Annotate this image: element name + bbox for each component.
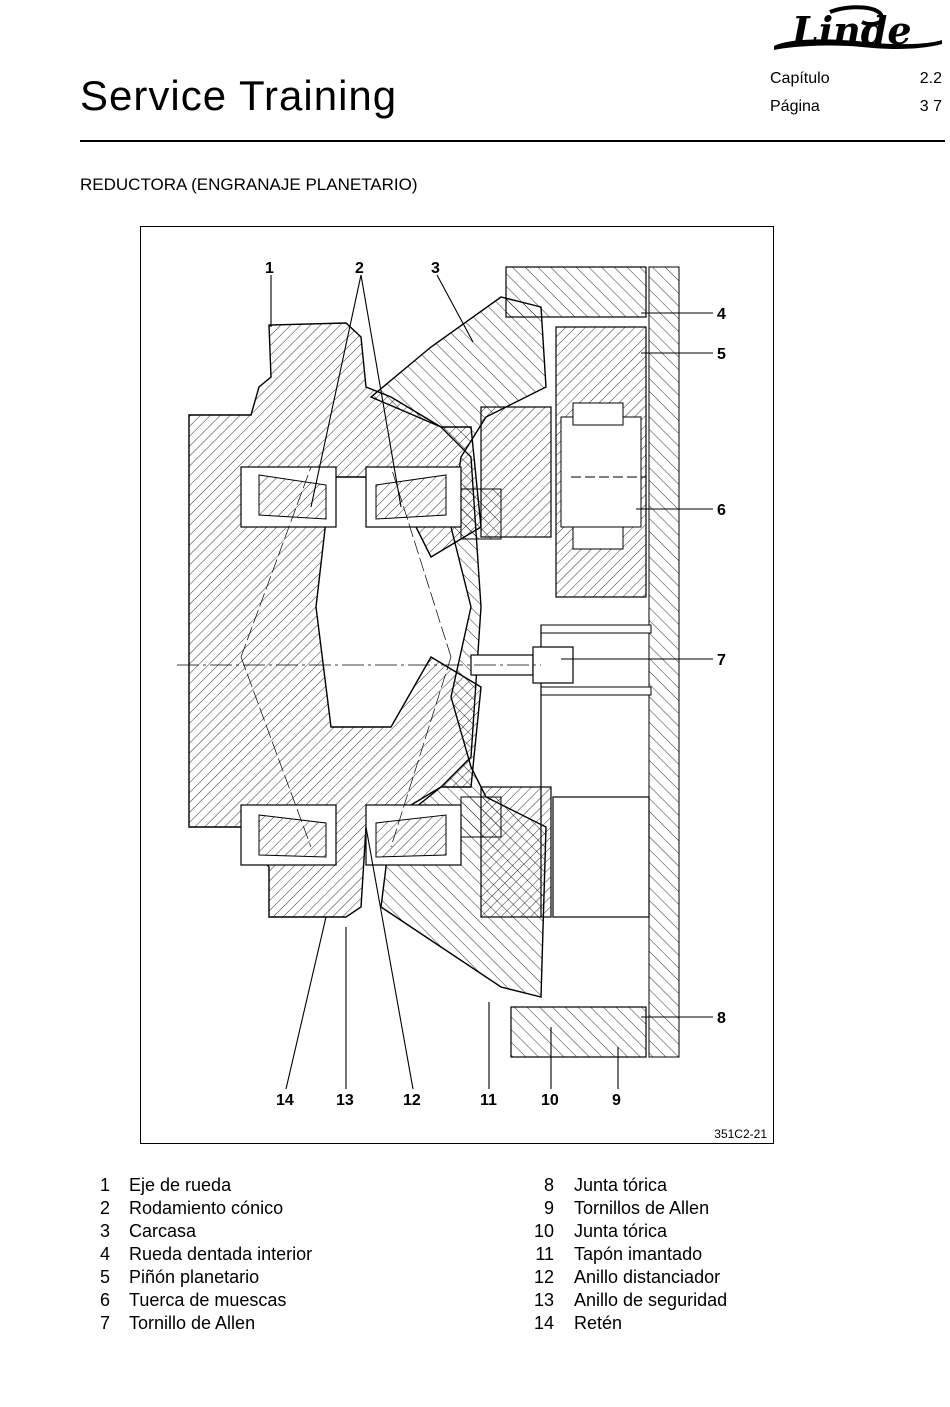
callout-6: 6 [717,502,726,519]
legend-item: 12 Anillo distanciador [520,1266,727,1289]
svg-text:Linde: Linde [791,8,912,53]
legend-label: Eje de rueda [129,1175,232,1195]
callout-1: 1 [265,260,274,277]
planet-gear [552,326,650,918]
callout-leaders [270,274,713,1090]
callout-3: 3 [431,260,440,277]
legend-number: 4 [99,1244,110,1264]
legend-left: 1 Eje de rueda 2 Rodamiento cónico 3 Carcas… [80,1174,312,1335]
legend-item: 14 Retén [520,1312,727,1335]
legend-item: 5 Piñón planetario [80,1266,312,1289]
legend-number: 1 [99,1175,110,1195]
legend-label: Retén [574,1313,623,1333]
legend-label: Tapón imantado [574,1244,703,1264]
legend-number: 5 [99,1267,110,1287]
legend-label: Anillo distanciador [574,1267,721,1287]
legend-label: Carcasa [129,1221,197,1241]
legend-number: 9 [543,1198,554,1218]
legend-number: 14 [533,1313,554,1333]
legend-item: 10 Junta tórica [520,1220,727,1243]
callout-13: 13 [336,1092,354,1109]
tapered-bearing-upper [240,466,462,528]
callout-12: 12 [403,1092,421,1109]
legend-item: 13 Anillo de seguridad [520,1289,727,1312]
legend-number: 12 [533,1267,554,1287]
legend-label: Junta tórica [574,1221,668,1241]
outer-frame [648,266,680,1058]
callout-4: 4 [717,306,726,323]
legend-label: Tornillo de Allen [129,1313,256,1333]
linde-logo: Linde [770,4,945,58]
legend-label: Tornillos de Allen [574,1198,710,1218]
callout-2: 2 [355,260,364,277]
section-title: REDUCTORA (ENGRANAJE PLANETARIO) [80,175,418,194]
legend-label: Rueda dentada interior [129,1244,313,1264]
legend-number: 13 [533,1290,554,1310]
callout-7: 7 [717,652,726,669]
callout-11: 11 [480,1092,497,1109]
legend-number: 8 [543,1175,554,1195]
chapter-label: Capítulo [770,70,830,87]
technical-drawing: 1 2 3 4 5 6 7 8 14 13 12 11 10 9 [177,260,726,1109]
callout-9: 9 [612,1092,621,1109]
callout-10: 10 [541,1092,559,1109]
legend-number: 6 [99,1290,110,1310]
legend-label: Anillo de seguridad [574,1290,728,1310]
legend-number: 7 [99,1313,110,1333]
page-value: 3 7 [919,98,942,115]
callout-8: 8 [717,1010,726,1027]
legend-item: 11 Tapón imantado [520,1243,727,1266]
legend-item: 9 Tornillos de Allen [520,1197,727,1220]
chapter-value: 2.2 [919,70,942,87]
figure-code: 351C2-21 [714,1127,767,1141]
legend-label: Junta tórica [574,1175,668,1195]
gearbox-cross-section-figure: 1 2 3 4 5 6 7 8 14 13 12 11 10 9 351C2-2… [140,226,774,1144]
ring-gear [505,266,652,1058]
tapered-bearing-lower [240,804,462,866]
legend-item: 7 Tornillo de Allen [80,1312,312,1335]
page-label: Página [770,98,820,115]
header-divider [80,140,945,142]
page-title: Service Training [80,72,398,119]
allen-screw [470,646,574,684]
planet-carrier [460,406,552,918]
legend-item: 3 Carcasa [80,1220,312,1243]
legend-item: 1 Eje de rueda [80,1174,312,1197]
legend-item: 8 Junta tórica [520,1174,727,1197]
legend-number: 3 [99,1221,110,1241]
legend-label: Piñón planetario [129,1267,260,1287]
legend-number: 11 [535,1244,554,1264]
legend-item: 2 Rodamiento cónico [80,1197,312,1220]
callout-14: 14 [276,1092,294,1109]
legend-number: 10 [533,1221,554,1241]
legend-item: 4 Rueda dentada interior [80,1243,312,1266]
legend-label: Rodamiento cónico [129,1198,284,1218]
legend-label: Tuerca de muescas [129,1290,287,1310]
legend-number: 2 [99,1198,110,1218]
callout-5: 5 [717,346,726,363]
legend-item: 6 Tuerca de muescas [80,1289,312,1312]
